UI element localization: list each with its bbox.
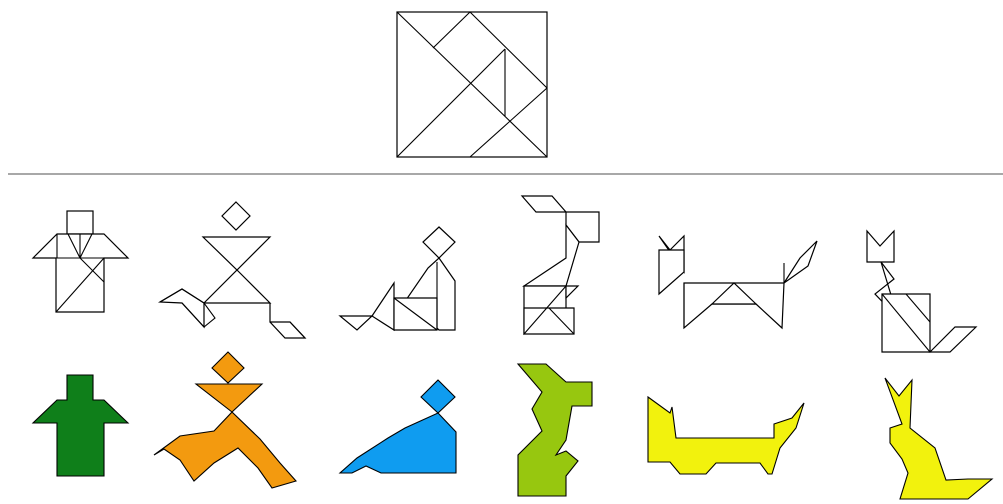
- house-chimney: [67, 211, 93, 234]
- runner-head: [222, 202, 250, 230]
- runner-hips: [204, 270, 270, 303]
- rabbit-feet: [524, 308, 574, 334]
- cat-outline: [867, 231, 976, 352]
- dog-silhouette: [648, 397, 804, 474]
- seated-head: [423, 227, 455, 258]
- cat-head: [867, 231, 894, 262]
- cat-body: [885, 378, 992, 499]
- dog-outline: [659, 236, 817, 328]
- tangram-square: [397, 12, 547, 157]
- cat-tail: [930, 327, 976, 352]
- runner-outline: [160, 202, 305, 338]
- rabbit-body: [518, 364, 592, 496]
- seated-arm: [372, 283, 394, 330]
- runner-head: [212, 352, 244, 383]
- rabbit-tail: [566, 286, 578, 298]
- seated-outline: [340, 227, 455, 330]
- dog-tail: [784, 241, 817, 283]
- house-silhouette: [33, 375, 128, 476]
- rabbit-silhouette: [518, 364, 592, 496]
- cat-silhouette: [885, 378, 992, 499]
- dog-body: [648, 397, 804, 474]
- seated-head: [421, 380, 455, 413]
- rabbit-body: [524, 225, 579, 286]
- seated-body: [340, 413, 456, 473]
- runner-body: [154, 384, 296, 488]
- runner-back-leg: [160, 289, 204, 327]
- seated-foot: [340, 316, 372, 330]
- house-outline: [33, 211, 128, 312]
- seated-silhouette: [340, 380, 456, 473]
- runner-silhouette: [154, 352, 296, 488]
- rabbit-ear: [522, 196, 566, 212]
- runner-shoulders: [203, 237, 270, 270]
- rabbit-outline: [522, 196, 599, 334]
- dog-head: [659, 250, 684, 294]
